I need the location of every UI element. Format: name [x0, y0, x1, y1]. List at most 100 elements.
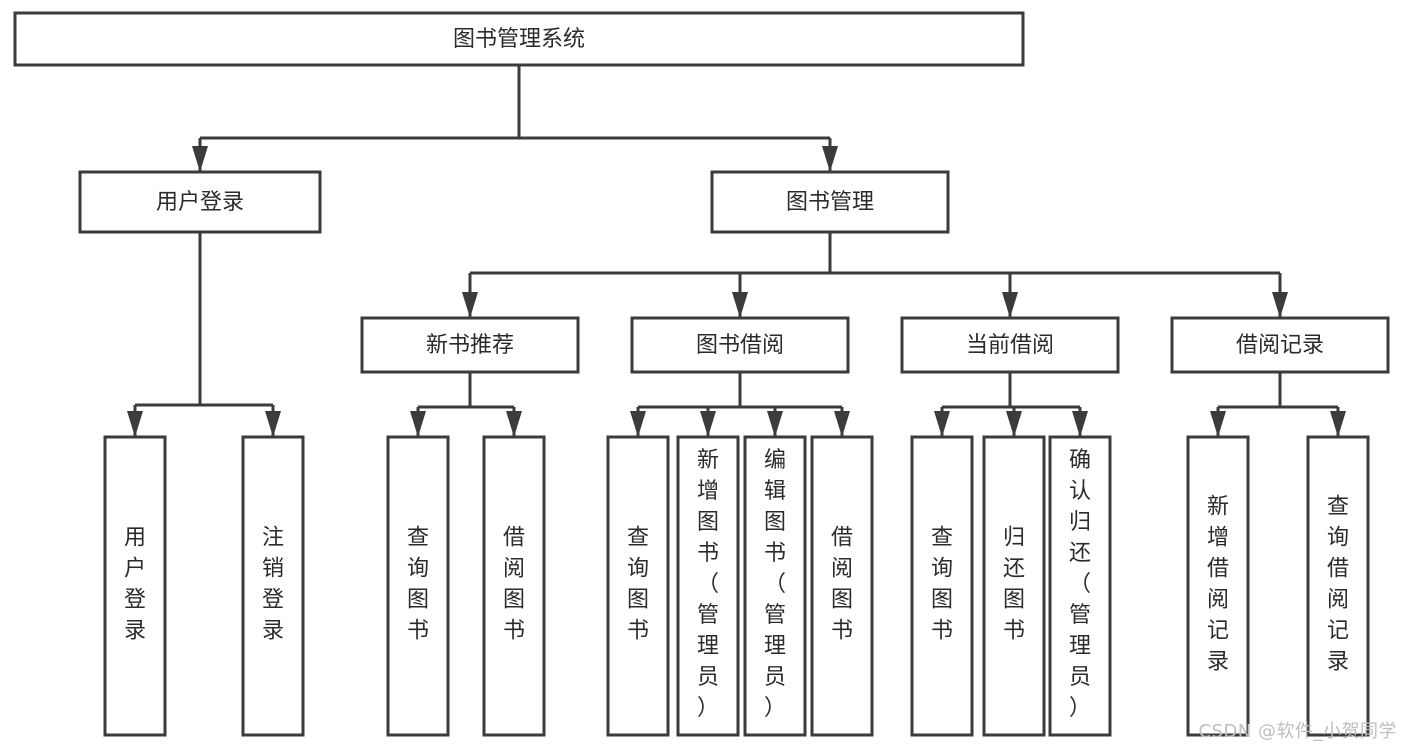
node-level3-label-0: 新书推荐	[426, 333, 514, 358]
node-leaf-6-rect[interactable]	[743, 435, 807, 737]
svg-text:登: 登	[262, 588, 284, 613]
arrowhead-icon	[1210, 411, 1226, 437]
svg-text:管: 管	[697, 603, 719, 628]
svg-text:借: 借	[1327, 557, 1349, 582]
node-leaf-0-rect[interactable]	[103, 435, 167, 737]
node-leaf-9-rect[interactable]	[982, 435, 1046, 737]
node-leaf-12-rect[interactable]	[1306, 435, 1370, 737]
node-leaf-1-rect[interactable]	[241, 435, 305, 737]
arrowhead-icon	[767, 411, 783, 437]
svg-text:理: 理	[1069, 634, 1091, 659]
svg-text:书: 书	[407, 619, 429, 644]
svg-text:图: 图	[627, 588, 649, 613]
node-level3-0-rect[interactable]	[360, 316, 580, 374]
node-leaf-8[interactable]	[910, 435, 974, 737]
node-box-layer: 图书管理系统用户登录图书管理新书推荐图书借阅当前借阅借阅记录用户登录注销登录查询…	[13, 11, 1390, 737]
svg-text:（: （	[1069, 572, 1091, 597]
node-leaf-11-rect[interactable]	[1186, 435, 1250, 737]
node-level3-0[interactable]	[360, 316, 580, 374]
node-level2-label-1: 图书管理	[786, 190, 874, 215]
arrowhead-icon	[410, 411, 426, 437]
node-leaf-0[interactable]	[103, 435, 167, 737]
svg-text:查: 查	[627, 526, 649, 551]
node-leaf-5[interactable]	[676, 435, 740, 737]
node-leaf-8-rect[interactable]	[910, 435, 974, 737]
node-leaf-6[interactable]	[743, 435, 807, 737]
svg-text:询: 询	[931, 557, 953, 582]
node-leaf-10-rect[interactable]	[1048, 435, 1112, 737]
node-leaf-4[interactable]	[606, 435, 670, 737]
node-level2-1[interactable]	[710, 170, 950, 234]
node-root-label: 图书管理系统	[453, 27, 585, 52]
svg-text:归: 归	[1003, 526, 1025, 551]
node-level3-2[interactable]	[900, 316, 1120, 374]
node-leaf-7[interactable]	[810, 435, 874, 737]
node-leaf-11[interactable]	[1186, 435, 1250, 737]
node-level2-1-rect[interactable]	[710, 170, 950, 234]
arrowhead-icon	[630, 411, 646, 437]
node-root-rect[interactable]	[13, 11, 1025, 67]
node-leaf-2-rect[interactable]	[386, 435, 450, 737]
svg-text:认: 认	[1069, 479, 1091, 504]
svg-text:（: （	[764, 572, 786, 597]
svg-text:增: 增	[1207, 526, 1229, 551]
svg-text:书: 书	[764, 541, 786, 566]
svg-text:新: 新	[697, 448, 719, 473]
node-leaf-5-rect[interactable]	[676, 435, 740, 737]
svg-text:确: 确	[1069, 448, 1091, 473]
node-leaf-2[interactable]	[386, 435, 450, 737]
node-leaf-9[interactable]	[982, 435, 1046, 737]
node-level3-1-rect[interactable]	[630, 316, 850, 374]
node-level3-1[interactable]	[630, 316, 850, 374]
node-level3-3[interactable]	[1170, 316, 1390, 374]
svg-text:记: 记	[1327, 619, 1349, 644]
svg-text:管: 管	[764, 603, 786, 628]
svg-text:理: 理	[697, 634, 719, 659]
node-leaf-1[interactable]	[241, 435, 305, 737]
svg-text:户: 户	[124, 557, 146, 582]
svg-text:还: 还	[1003, 557, 1025, 582]
svg-text:员: 员	[764, 665, 786, 690]
svg-text:书: 书	[831, 619, 853, 644]
svg-text:查: 查	[931, 526, 953, 551]
arrowhead-icon	[192, 146, 208, 172]
arrowhead-icon	[506, 411, 522, 437]
svg-text:录: 录	[1327, 650, 1349, 675]
svg-text:辑: 辑	[764, 479, 786, 504]
node-leaf-7-rect[interactable]	[810, 435, 874, 737]
svg-text:登: 登	[124, 588, 146, 613]
node-level3-label-1: 图书借阅	[696, 333, 784, 358]
arrowhead-icon	[1002, 292, 1018, 318]
svg-text:）: ）	[764, 696, 786, 721]
arrowhead-icon	[700, 411, 716, 437]
svg-text:理: 理	[764, 634, 786, 659]
node-level2-0-rect[interactable]	[78, 170, 322, 234]
node-leaf-3[interactable]	[482, 435, 546, 737]
svg-text:书: 书	[931, 619, 953, 644]
node-leaf-10[interactable]	[1048, 435, 1112, 737]
svg-text:书: 书	[697, 541, 719, 566]
node-leaf-4-rect[interactable]	[606, 435, 670, 737]
svg-text:借: 借	[831, 526, 853, 551]
arrowhead-icon	[934, 411, 950, 437]
svg-text:还: 还	[1069, 541, 1091, 566]
node-level2-label-0: 用户登录	[156, 190, 244, 215]
svg-text:询: 询	[1327, 526, 1349, 551]
node-root[interactable]	[13, 11, 1025, 67]
node-level2-0[interactable]	[78, 170, 322, 234]
arrowhead-icon	[1006, 411, 1022, 437]
node-level3-label-2: 当前借阅	[966, 333, 1054, 358]
arrowhead-icon	[834, 411, 850, 437]
node-level3-3-rect[interactable]	[1170, 316, 1390, 374]
svg-text:录: 录	[1207, 650, 1229, 675]
node-level3-2-rect[interactable]	[900, 316, 1120, 374]
svg-text:阅: 阅	[503, 557, 525, 582]
node-leaf-12[interactable]	[1306, 435, 1370, 737]
arrowhead-icon	[462, 292, 478, 318]
node-leaf-3-rect[interactable]	[482, 435, 546, 737]
